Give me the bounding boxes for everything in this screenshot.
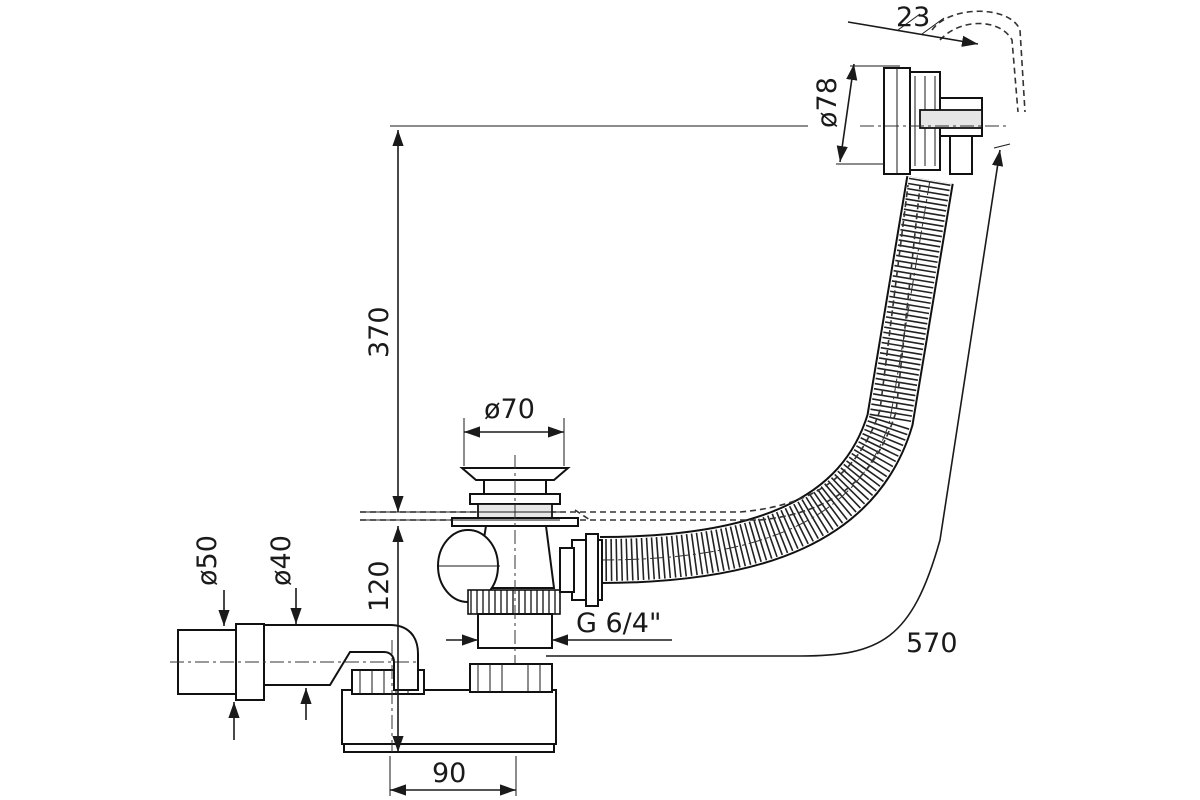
drain-assembly: [437, 455, 603, 745]
label-overflow-width: 23: [896, 2, 930, 33]
hidden-outline: [360, 10, 1026, 521]
label-outlet-outer: ø50: [192, 535, 223, 586]
label-thread: G 6/4": [576, 608, 661, 639]
corrugated-hose: [599, 176, 954, 584]
label-trap-offset: 90: [432, 758, 466, 789]
overflow-head: [860, 67, 1010, 175]
label-height-overflow: 370: [364, 306, 395, 358]
label-overflow-diameter: ø78: [812, 77, 843, 128]
label-hose-length: 570: [906, 628, 958, 659]
label-height-outlet: 120: [364, 560, 395, 612]
dimension-labels: 23 ø78 370 ø70 120 G 6/4" 570 ø50 ø40 90: [192, 2, 958, 789]
label-drain-diameter: ø70: [484, 394, 535, 425]
trap-assembly: [170, 623, 557, 753]
dimension-lines: [218, 13, 1011, 796]
bath-floor-line: [360, 511, 560, 521]
label-outlet-inner: ø40: [266, 535, 297, 586]
